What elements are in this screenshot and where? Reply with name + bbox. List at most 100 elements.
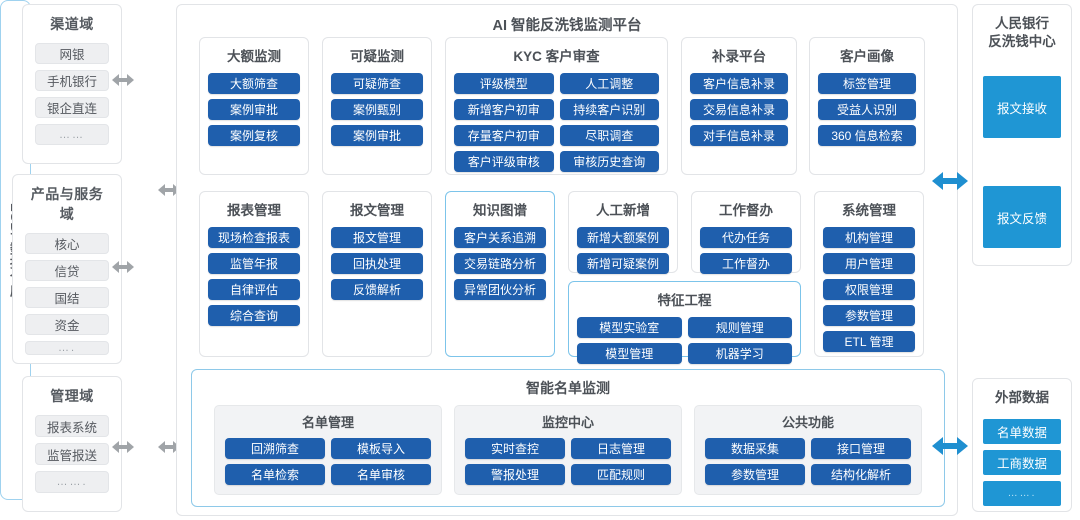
module-button[interactable]: 案例复核 [208,125,300,146]
module-title: 可疑监测 [350,49,404,64]
module-manual-add: 人工新增 新增大额案例 新增可疑案例 [568,191,678,274]
module-knowledge-graph: 知识图谱 客户关系追溯 交易链路分析 异常团伙分析 [445,191,555,357]
module-button[interactable]: 规则管理 [687,317,792,338]
module-title: 报文管理 [350,203,404,218]
module-button[interactable]: 案例审批 [331,125,423,146]
subcard-button[interactable]: 日志管理 [571,438,671,459]
subcard-button[interactable]: 回溯筛查 [225,438,325,459]
module-button[interactable]: 大额筛查 [208,73,300,94]
page-title: AI 智能反洗钱监测平台 [492,18,642,34]
module-button[interactable]: 交易信息补录 [690,99,788,120]
arrow-management-to-esb [112,441,134,453]
module-customer-profile: 客户画像 标签管理 受益人识别 360 信息检索 [809,37,925,175]
module-button[interactable]: 存量客户初审 [454,125,554,146]
arrow-external-data-to-main [932,437,968,455]
panel-external-data: 外部数据 名单数据 工商数据 ……. [972,378,1072,512]
module-button[interactable]: 交易链路分析 [454,253,546,274]
module-button[interactable]: 新增客户初审 [454,99,554,120]
subcard-public-functions: 公共功能 数据采集 接口管理 参数管理 结构化解析 [694,405,922,495]
section-title: 智能名单监测 [526,380,610,396]
module-button[interactable]: 监管年报 [208,253,300,274]
module-button[interactable]: 代办任务 [700,227,792,248]
module-button[interactable]: 对手信息补录 [690,125,788,146]
external-block-list-data[interactable]: 名单数据 [983,419,1061,445]
subcard-monitoring-center: 监控中心 实时查控 日志管理 警报处理 匹配规则 [454,405,682,495]
domain-item-more[interactable]: …… [35,124,109,145]
subcard-title: 名单管理 [301,415,354,430]
domain-item[interactable]: 报表系统 [35,415,109,437]
module-button[interactable]: 案例审批 [208,99,300,120]
module-button[interactable]: 客户评级审核 [454,151,554,172]
domain-item[interactable]: 资金 [25,314,109,335]
module-title: KYC 客户审查 [513,49,600,64]
module-button[interactable]: 案例甄别 [331,99,423,120]
module-button[interactable]: 360 信息检索 [818,125,916,146]
module-button[interactable]: 持续客户识别 [559,99,659,120]
module-button[interactable]: ETL 管理 [823,331,915,352]
domain-item[interactable]: 网银 [35,43,109,64]
domain-panel-product-service: 产品与服务域 核心 信贷 国结 资金 …. [12,174,122,364]
subcard-button[interactable]: 数据采集 [705,438,805,459]
external-block-business-data[interactable]: 工商数据 [983,450,1061,476]
module-button[interactable]: 报文管理 [331,227,423,248]
panel-title-line: 外部数据 [995,390,1049,405]
arrow-channel-to-esb [112,74,134,86]
module-button[interactable]: 机器学习 [687,343,792,364]
pboc-block-message-feedback[interactable]: 报文反馈 [983,186,1061,249]
subcard-button[interactable]: 参数管理 [705,464,805,485]
domain-title: 产品与服务域 [30,186,104,222]
subcard-button[interactable]: 名单检索 [225,464,325,485]
external-block-more[interactable]: ……. [983,481,1061,507]
module-button[interactable]: 可疑筛查 [331,73,423,94]
subcard-button[interactable]: 警报处理 [465,464,565,485]
module-button[interactable]: 新增大额案例 [577,227,669,248]
module-button[interactable]: 异常团伙分析 [454,279,546,300]
module-button[interactable]: 客户关系追溯 [454,227,546,248]
subcard-button[interactable]: 匹配规则 [571,464,671,485]
domain-item[interactable]: 信贷 [25,260,109,281]
subcard-button[interactable]: 接口管理 [811,438,911,459]
panel-title-line: 反洗钱中心 [988,34,1056,50]
module-button[interactable]: 自律评估 [208,279,300,300]
module-button[interactable]: 模型实验室 [577,317,682,338]
domain-item[interactable]: 国结 [25,287,109,308]
subcard-button[interactable]: 名单审核 [331,464,431,485]
domain-item[interactable]: 银企直连 [35,97,109,118]
domain-item[interactable]: 监管报送 [35,443,109,465]
module-message-management: 报文管理 报文管理 回执处理 反馈解析 [322,191,432,357]
subcard-button[interactable]: 结构化解析 [811,464,911,485]
module-title: 特征工程 [657,293,712,308]
module-button[interactable]: 工作督办 [700,253,792,274]
module-button[interactable]: 标签管理 [818,73,916,94]
module-button[interactable]: 反馈解析 [331,279,423,300]
module-title: 人工新增 [596,203,650,218]
module-button[interactable]: 综合查询 [208,305,300,326]
domain-item-more[interactable]: …. [25,341,109,355]
subcard-button[interactable]: 模板导入 [331,438,431,459]
module-button[interactable]: 受益人识别 [818,99,916,120]
arrow-main-to-pboc [932,172,968,190]
domain-item[interactable]: 核心 [25,233,109,254]
module-button[interactable]: 审核历史查询 [559,151,659,172]
module-button[interactable]: 参数管理 [823,305,915,326]
pboc-block-message-receive[interactable]: 报文接收 [983,76,1061,139]
module-button[interactable]: 尽职调查 [559,125,659,146]
module-button[interactable]: 用户管理 [823,253,915,274]
module-button[interactable]: 模型管理 [577,343,682,364]
domain-item[interactable]: 手机银行 [35,70,109,91]
module-suspicious-monitoring: 可疑监测 可疑筛查 案例甄别 案例审批 [322,37,432,175]
domain-item-more[interactable]: ……. [35,471,109,493]
domain-panel-channel: 渠道域 网银 手机银行 银企直连 …… [22,4,122,164]
module-button[interactable]: 人工调整 [559,73,659,94]
module-button[interactable]: 现场检查报表 [208,227,300,248]
module-button[interactable]: 评级模型 [454,73,554,94]
module-button[interactable]: 客户信息补录 [690,73,788,94]
subcard-button[interactable]: 实时查控 [465,438,565,459]
module-button[interactable]: 权限管理 [823,279,915,300]
module-system-management: 系统管理 机构管理 用户管理 权限管理 参数管理 ETL 管理 [814,191,924,357]
intelligent-list-monitoring-panel: 智能名单监测 名单管理 回溯筛查 模板导入 名单检索 名单审核 监控中心 实时查… [191,369,945,507]
module-button[interactable]: 回执处理 [331,253,423,274]
module-button[interactable]: 机构管理 [823,227,915,248]
module-button[interactable]: 新增可疑案例 [577,253,669,274]
